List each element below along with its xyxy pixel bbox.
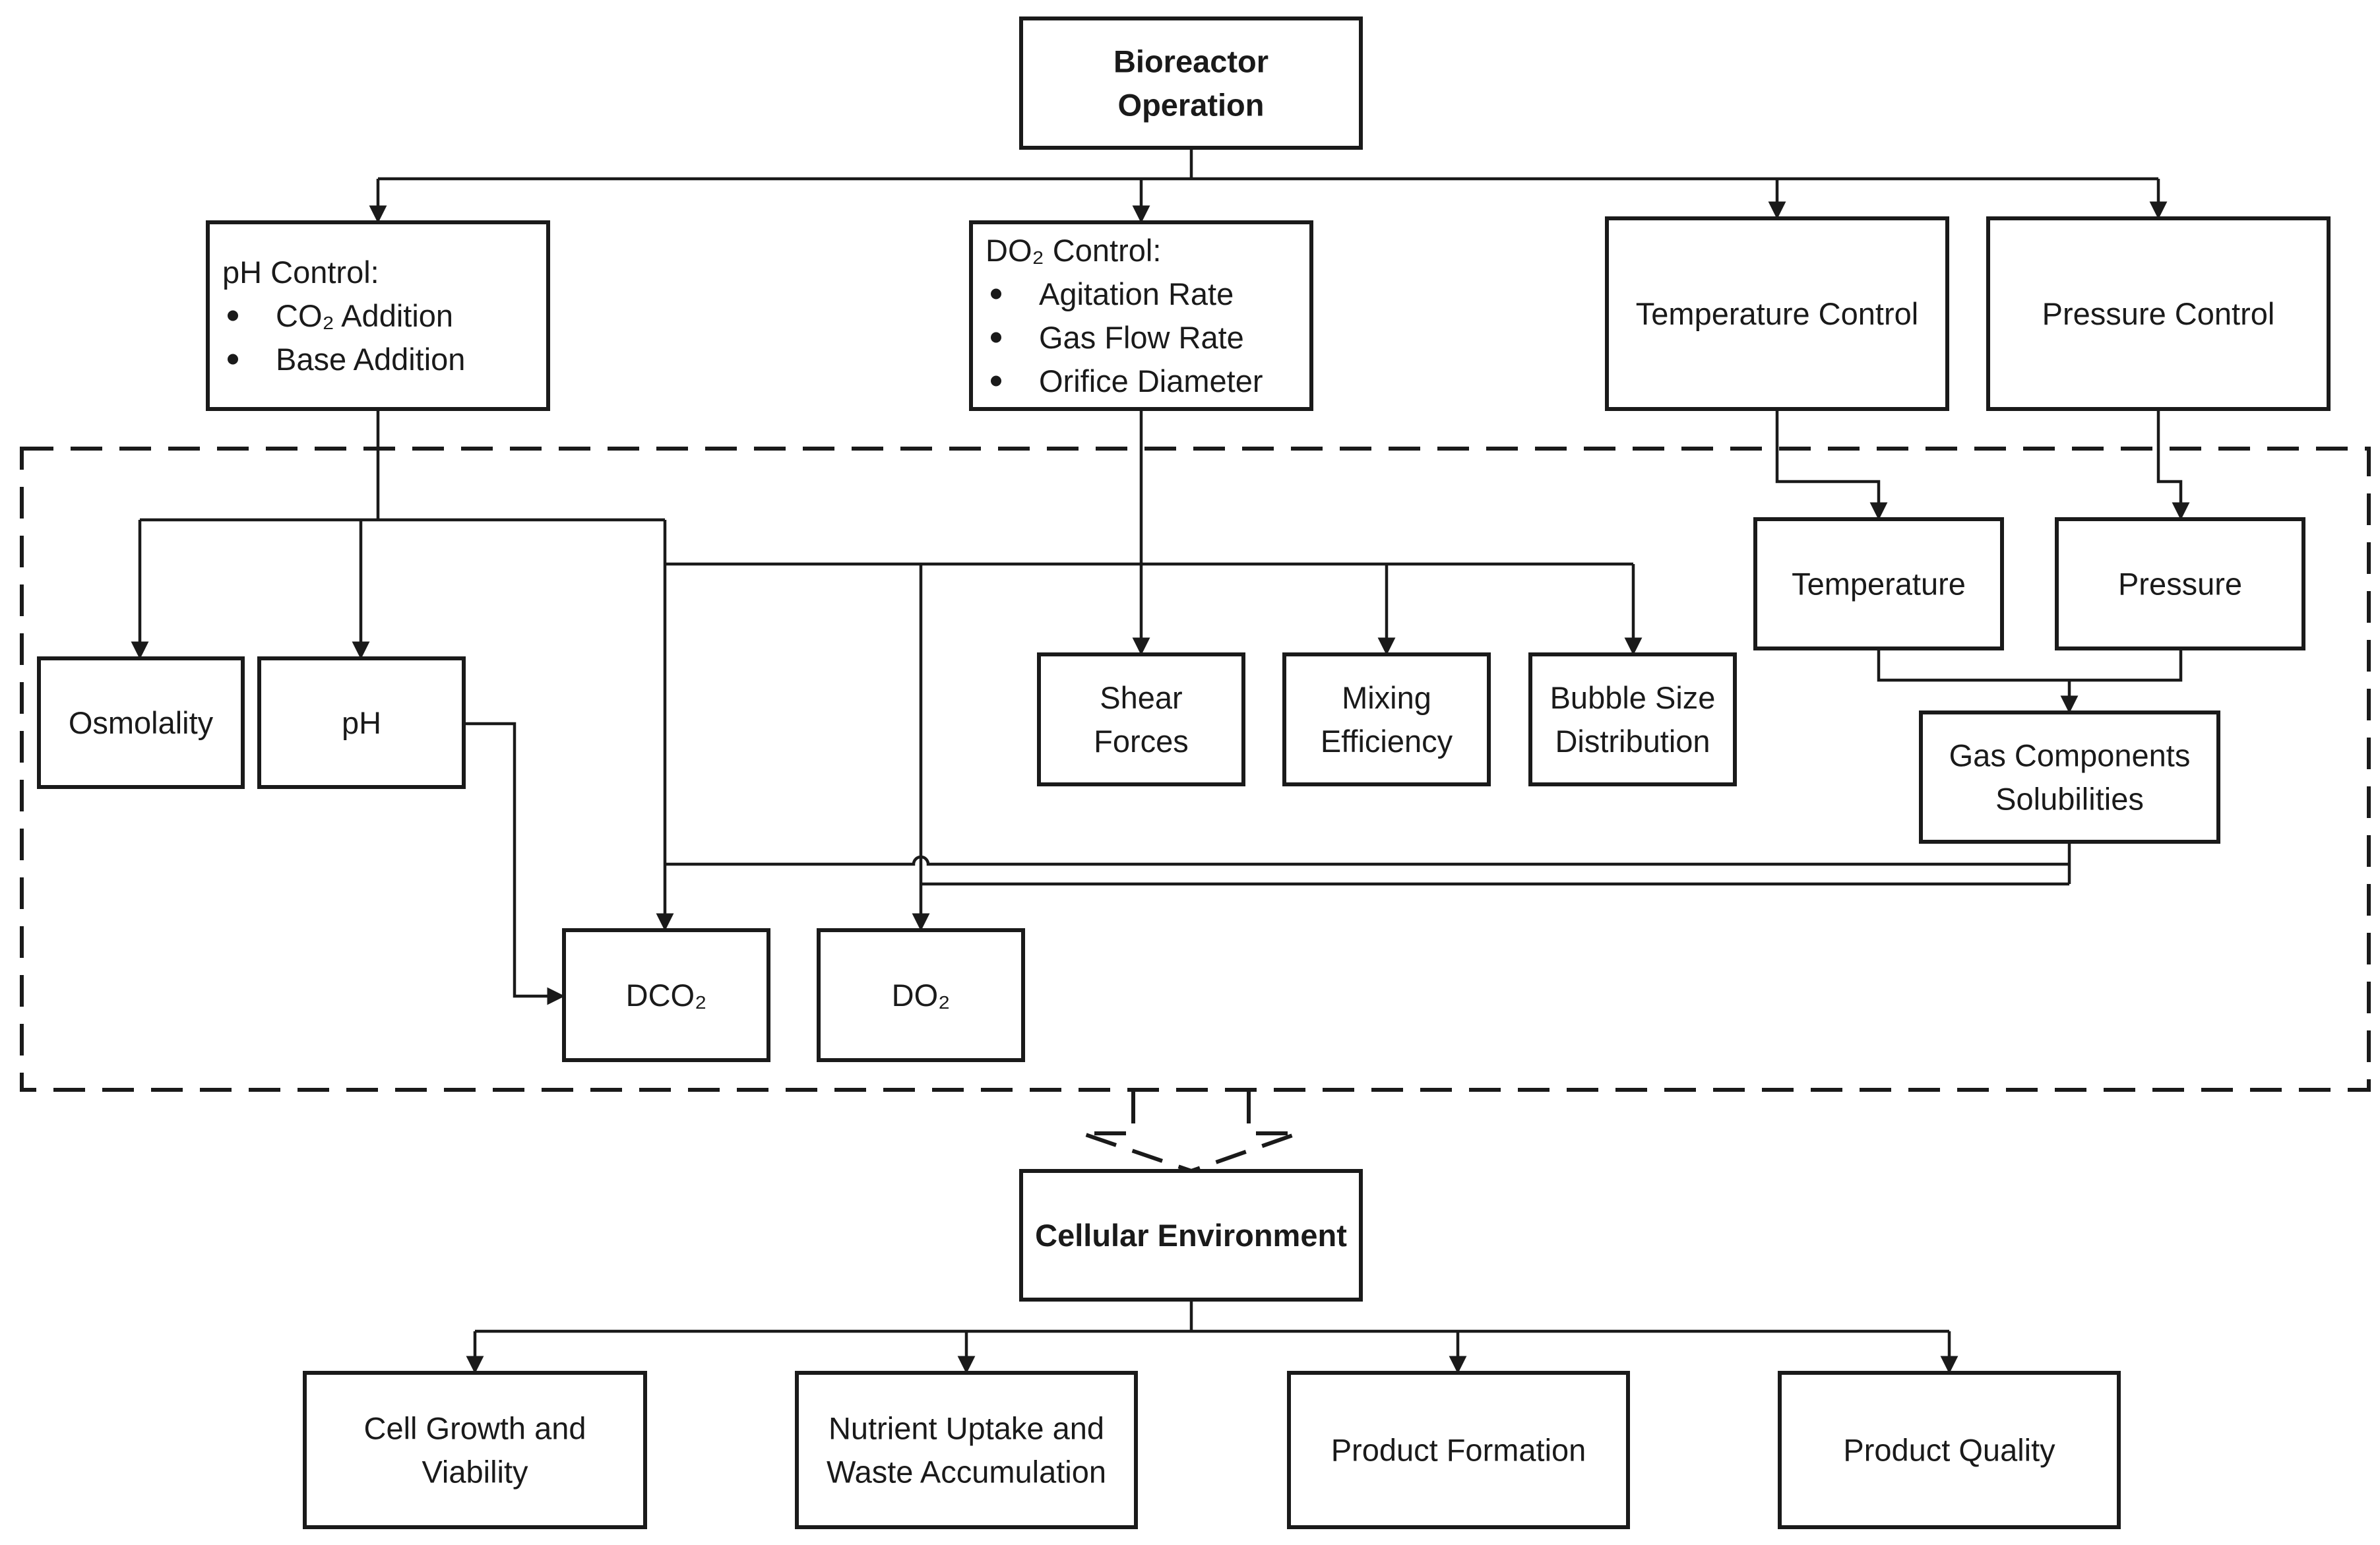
node-box (1986, 216, 2331, 411)
node-box (1528, 652, 1737, 786)
node-box (817, 928, 1025, 1062)
node-label: Product Quality (1843, 1433, 2055, 1468)
node-label: Forces (1094, 724, 1189, 759)
node-box (562, 928, 770, 1062)
connector-operation-bus (378, 148, 2158, 181)
node-list-item: Agitation Rate (1039, 276, 1234, 311)
connector-do2-control-bus (665, 409, 1633, 566)
node-product-quality: Product Quality (1778, 1371, 2121, 1529)
node-label: Gas Components (1949, 738, 2191, 773)
connector-cellular-bus (475, 1300, 1949, 1333)
node-box (1037, 652, 1245, 786)
node-do2: DO₂ (817, 928, 1025, 1062)
connector-region-to-cellular-left (1081, 1092, 1192, 1173)
node-label: Shear (1100, 680, 1182, 715)
node-label: DCO₂ (626, 978, 707, 1013)
node-label: pH (342, 705, 381, 740)
node-box (1605, 216, 1949, 411)
bullet-icon (228, 354, 238, 365)
node-box (1282, 652, 1491, 786)
bullet-icon (991, 332, 1001, 343)
node-label: Cellular Environment (1035, 1218, 1347, 1253)
node-box (206, 220, 550, 411)
node-product-formation: Product Formation (1287, 1371, 1630, 1529)
node-cellular-environment: Cellular Environment (1019, 1169, 1363, 1302)
connector-temp-pressure-join (1877, 648, 2183, 682)
node-box (1753, 517, 2004, 650)
node-box (1287, 1371, 1630, 1529)
node-temperature-control: Temperature Control (1605, 216, 1949, 411)
connector-region-to-cellular-right (1191, 1092, 1299, 1173)
node-box (1019, 16, 1363, 150)
connector-ph-control-bus (140, 409, 665, 522)
arrow-temp-control-to-temperature (1775, 409, 1888, 520)
node-box (1919, 710, 2220, 844)
arrow-ph-dco2-bidirectional (449, 714, 565, 1005)
node-label: Bubble Size (1550, 680, 1716, 715)
node-box (795, 1371, 1138, 1529)
node-label: Product Formation (1331, 1433, 1586, 1468)
node-pressure: Pressure (2055, 517, 2305, 650)
node-heading: DO₂ Control: (986, 233, 1161, 268)
node-label: Bioreactor (1113, 44, 1268, 79)
node-label: Mixing (1342, 680, 1431, 715)
node-box (303, 1371, 647, 1529)
node-label: Nutrient Uptake and (829, 1411, 1104, 1446)
node-temperature: Temperature (1753, 517, 2004, 650)
node-list-item: Orifice Diameter (1039, 363, 1263, 398)
node-box (1019, 1169, 1363, 1302)
node-label: Waste Accumulation (827, 1455, 1106, 1490)
node-box (37, 656, 245, 789)
bullet-icon (228, 310, 238, 321)
node-label: Solubilities (1995, 782, 2144, 817)
node-label: Osmolality (69, 705, 214, 740)
connector-gas-feedback (665, 842, 2071, 886)
node-label: Temperature Control (1636, 296, 1918, 331)
node-box (1778, 1371, 2121, 1529)
process-variables-region (20, 447, 2371, 1092)
node-ph: pH (257, 656, 466, 789)
node-box (257, 656, 466, 789)
node-label: Pressure (2118, 567, 2242, 602)
node-list-item: Gas Flow Rate (1039, 320, 1244, 355)
node-label: Temperature (1792, 567, 1966, 602)
node-label: Efficiency (1321, 724, 1453, 759)
node-heading: pH Control: (222, 255, 379, 290)
node-pressure-control: Pressure Control (1986, 216, 2331, 411)
bullet-icon (991, 375, 1001, 387)
node-label: Operation (1118, 88, 1265, 123)
arrow-pressure-control-to-pressure (2156, 409, 2190, 520)
node-label: Pressure Control (2042, 296, 2275, 331)
node-label: Viability (422, 1455, 528, 1490)
node-list-item: CO₂ Addition (276, 298, 453, 333)
node-list-item: Base Addition (276, 342, 465, 377)
node-label: Distribution (1555, 724, 1710, 759)
node-label: DO₂ (892, 978, 951, 1013)
node-label: Cell Growth and (364, 1411, 586, 1446)
node-box (2055, 517, 2305, 650)
node-box (969, 220, 1313, 411)
bullet-icon (991, 288, 1001, 300)
node-osmolality: Osmolality (37, 656, 245, 789)
node-dco2: DCO₂ (562, 928, 770, 1062)
